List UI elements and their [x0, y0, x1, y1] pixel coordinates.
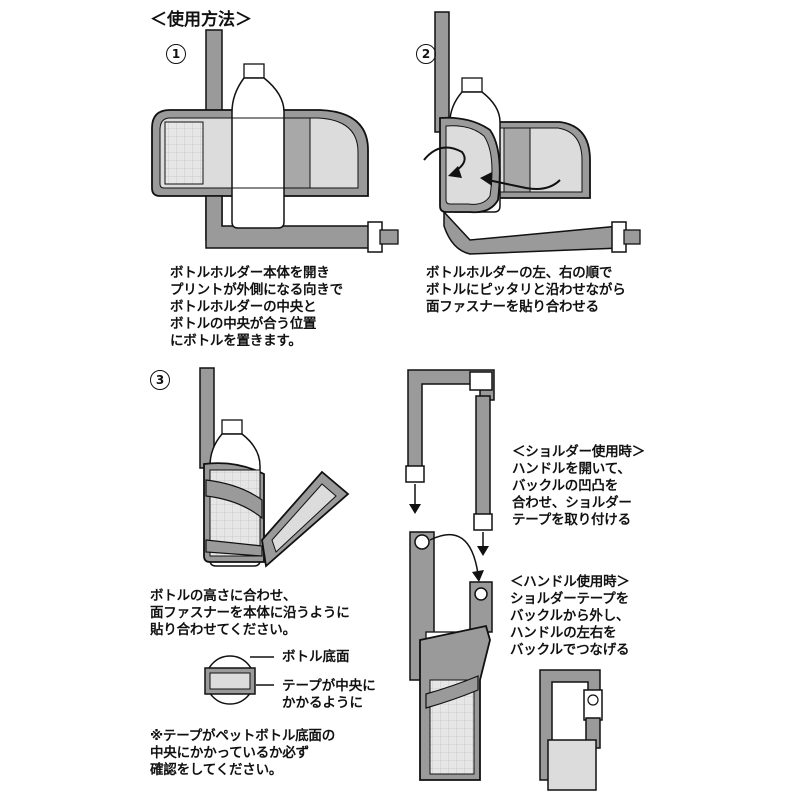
step2-strap-vertical: [434, 11, 450, 133]
wrap-right-arrow: [487, 179, 561, 190]
shoulder-usage-text: ＜ショルダー使用時＞ ハンドルを開いて、 バックルの凹凸を 合わせ、ショルダー …: [512, 444, 645, 528]
step1-bottle: [231, 63, 285, 229]
handle-holder-top: [547, 739, 597, 791]
strap-clip-right: [473, 513, 493, 531]
step2-illustration: [423, 11, 641, 255]
page-title: ＜使用方法＞: [150, 10, 252, 30]
handle-loop: [539, 669, 601, 781]
step1-number: 1: [166, 44, 186, 64]
step2-text: ボトルホルダーの左、右の順で ボトルにピッタリと沿わせながら 面ファスナーを貼り…: [426, 265, 626, 315]
step3-text: ボトルの高さに合わせ、 面ファスナーを本体に沿うように 貼り合わせてください。: [150, 588, 350, 638]
step2-number: 2: [416, 44, 436, 64]
handle-usage-text: ＜ハンドル使用時＞ ショルダーテープを バックルから外し、 ハンドルの左右を バ…: [510, 574, 630, 658]
step1-print-panel: [164, 121, 204, 185]
attach-arrow: [429, 533, 479, 575]
handle-diagram: [539, 669, 603, 791]
caution-text: ※テープがペットボトル底面の 中央にかかっているか必ず 確認をしてください。: [150, 728, 336, 778]
holder-buckle-top: [414, 534, 430, 550]
strap-clip-left: [405, 465, 425, 483]
shoulder-diagram: [405, 369, 495, 556]
step1-fastener-panel: [281, 117, 311, 189]
bottle-bottom-detail: [204, 655, 274, 705]
bottle-bottom-label: ボトル底面: [282, 649, 350, 665]
tape-center-label: テープが中央に かかるように: [282, 678, 376, 711]
holder-with-handle: [409, 531, 493, 781]
strap-adjuster: [469, 371, 493, 391]
step1-illustration: [151, 29, 399, 253]
step3-number: 3: [150, 370, 170, 390]
wrap-left-arrow: [423, 146, 466, 173]
step3-illustration: [199, 367, 350, 568]
step1-text: ボトルホルダー本体を開き プリントが外側になる向きで ボトルホルダーの中央と ボ…: [170, 265, 343, 349]
step2-strap-horizontal: [443, 210, 621, 255]
